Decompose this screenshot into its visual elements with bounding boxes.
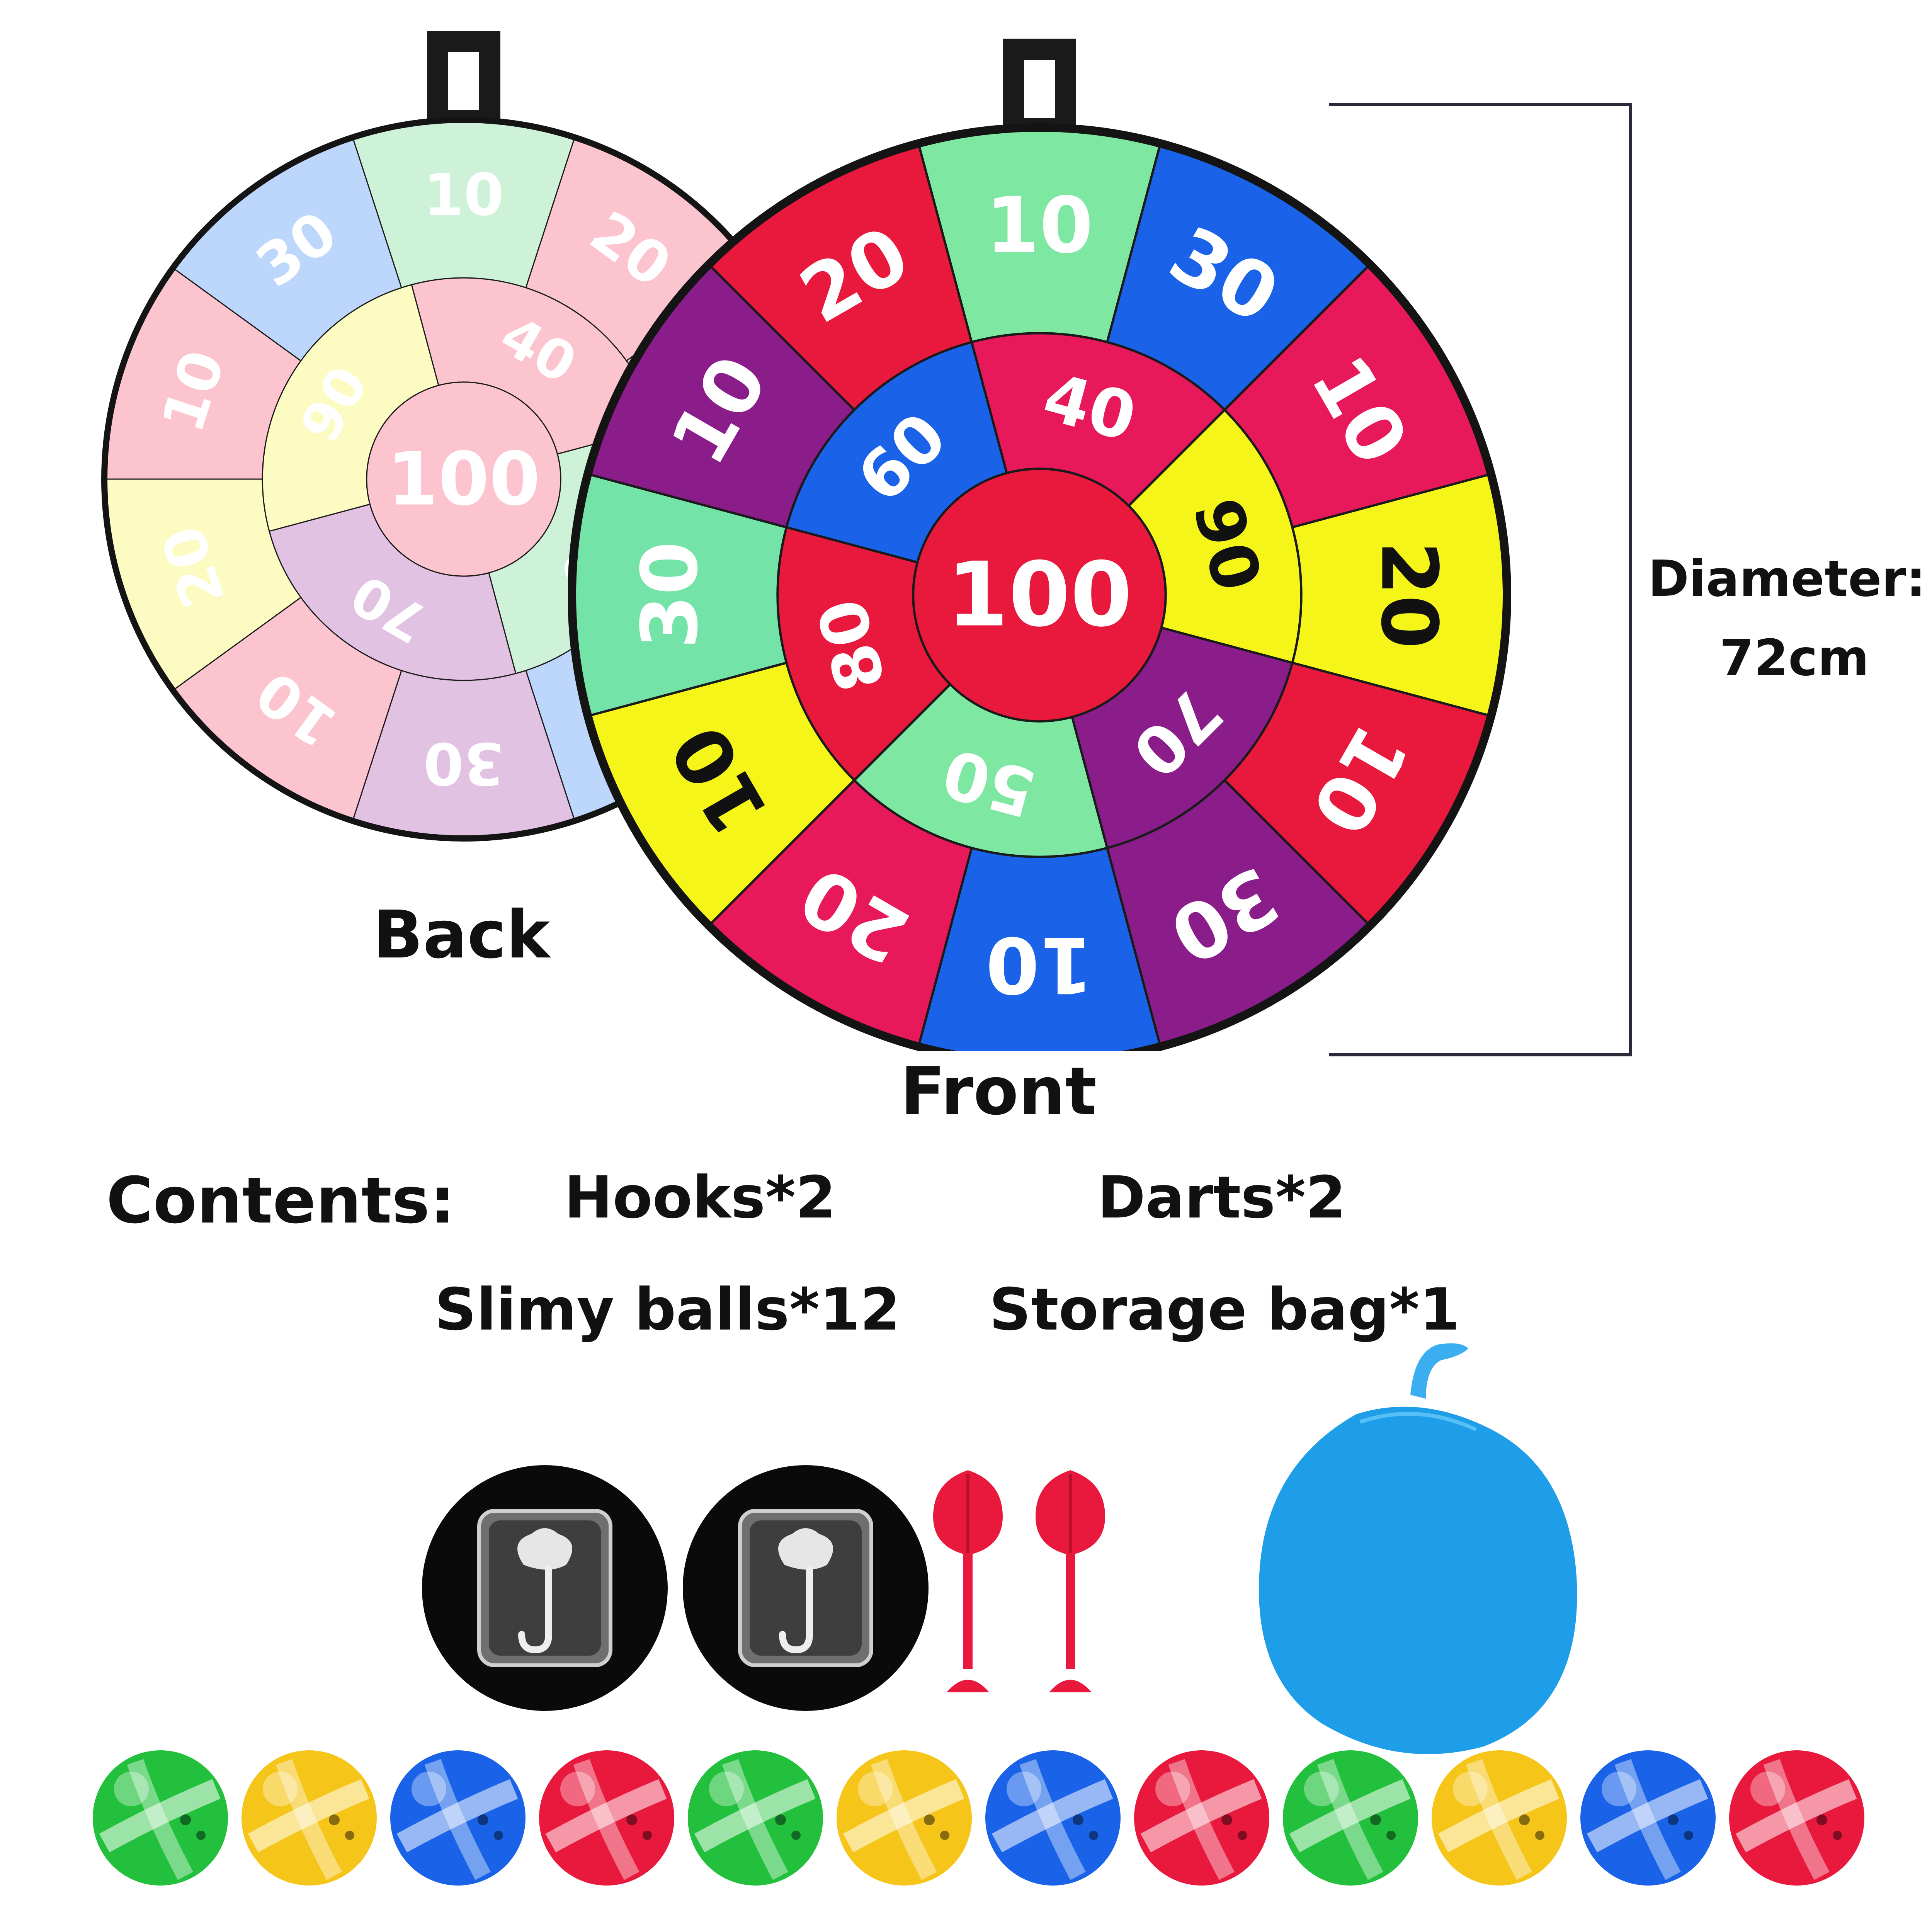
slimy-ball-icon <box>688 1750 823 1886</box>
slimy-ball-icon <box>1283 1750 1418 1886</box>
segment-score-label: 10 <box>986 919 1093 1009</box>
bullseye <box>912 468 1167 723</box>
diameter-value: 72cm <box>1719 629 1869 687</box>
slimy-ball-icon <box>1432 1750 1567 1886</box>
adhesive-hook-icon <box>422 1465 668 1711</box>
back-label: Back <box>373 897 550 973</box>
contents-item-darts: Darts*2 <box>1097 1164 1346 1231</box>
dart-icon <box>1036 1470 1105 1692</box>
bullseye-score-label: 100 <box>387 437 541 522</box>
slimy-ball-icon <box>837 1750 972 1886</box>
contents-item-storage-bag: Storage bag*1 <box>989 1276 1460 1343</box>
slimy-ball-icon <box>242 1750 377 1886</box>
slimy-ball-icon <box>539 1750 674 1886</box>
slimy-balls-row <box>89 1746 1874 1901</box>
bullseye <box>366 381 561 577</box>
contents-item-hooks: Hooks*2 <box>564 1164 836 1231</box>
slimy-ball-icon <box>1134 1750 1269 1886</box>
diameter-title: Diameter: <box>1648 550 1926 608</box>
contents-title: Contents: <box>106 1163 456 1238</box>
adhesive-hook-icon <box>683 1465 929 1711</box>
front-label: Front <box>900 1053 1097 1130</box>
slimy-ball-icon <box>93 1750 228 1886</box>
board-rim <box>568 123 1511 1051</box>
dart-icon <box>933 1470 1003 1692</box>
segment-score-label: 10 <box>423 162 504 229</box>
segment-score-label: 10 <box>986 181 1093 271</box>
storage-bag-icon <box>1259 1343 1577 1754</box>
slimy-ball-icon <box>985 1750 1121 1886</box>
segment-score-label: 20 <box>1364 541 1454 649</box>
slimy-ball-icon <box>390 1750 526 1886</box>
segment-score-label: 30 <box>423 729 504 797</box>
bullseye-score-label: 100 <box>947 544 1132 647</box>
slimy-ball-icon <box>1729 1750 1864 1886</box>
slimy-ball-icon <box>1580 1750 1716 1886</box>
contents-item-slimy-balls: Slimy balls*12 <box>435 1276 901 1343</box>
diameter-bracket <box>1329 103 1632 1056</box>
segment-score-label: 30 <box>625 541 715 649</box>
